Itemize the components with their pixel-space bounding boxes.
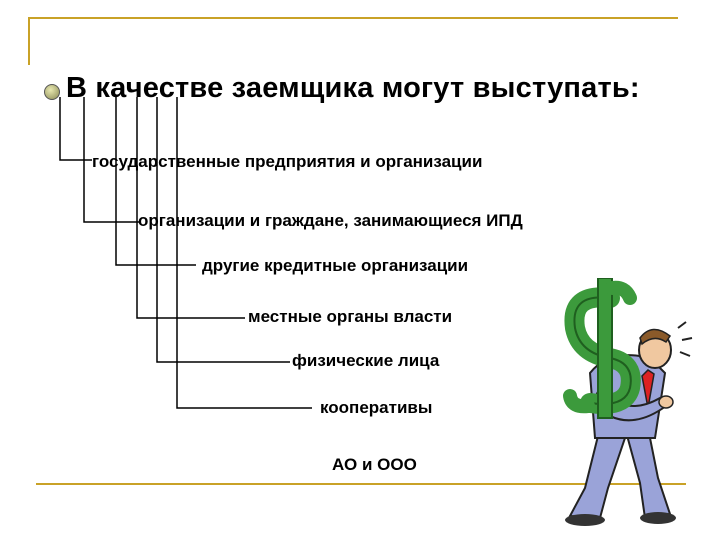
man-carrying-dollar-illustration: [563, 278, 693, 526]
list-item: физические лица: [292, 351, 440, 370]
list-item: организации и граждане, занимающиеся ИПД: [138, 211, 523, 230]
frame-top-line: [28, 17, 678, 19]
frame-left-line: [28, 17, 30, 65]
frame-bottom-line: [36, 483, 686, 485]
list-item: АО и ООО: [332, 455, 417, 474]
list-item: местные органы власти: [248, 307, 453, 326]
list-item: государственные предприятия и организаци…: [92, 152, 483, 171]
slide-title: В качестве заемщика могут выступать:: [66, 72, 640, 104]
bullet-icon: [44, 84, 60, 100]
list-item: кооперативы: [320, 398, 433, 417]
list-item: другие кредитные организации: [202, 256, 469, 275]
